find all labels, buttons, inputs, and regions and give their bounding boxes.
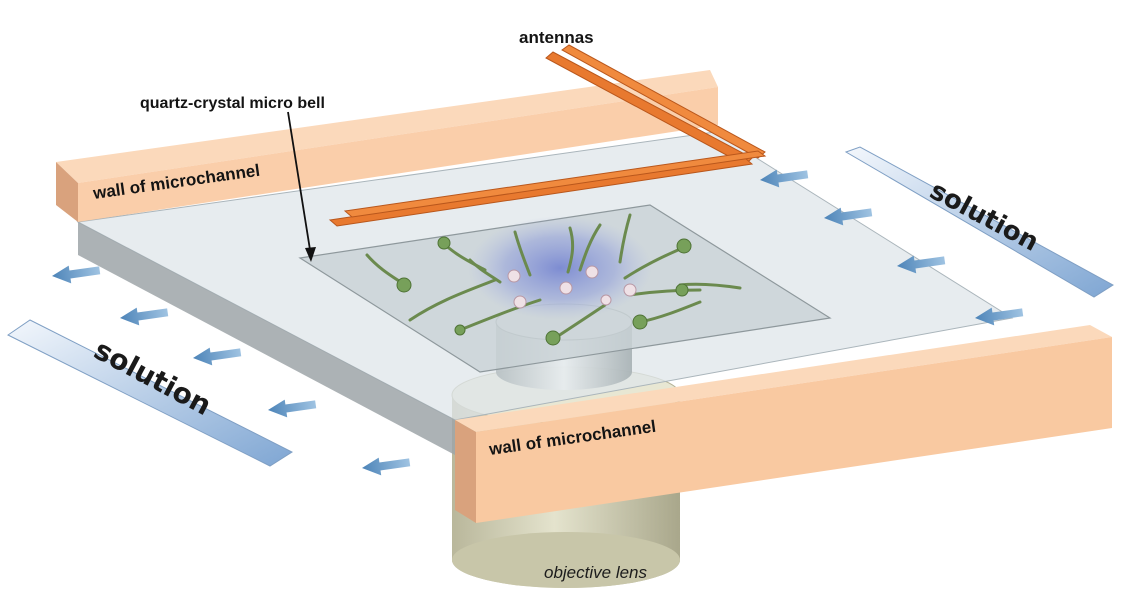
bell-center-cells (507, 265, 637, 309)
arrow-left-icon (824, 207, 873, 226)
wall-bottom (455, 325, 1112, 523)
arrow-left-icon (760, 169, 809, 188)
arrow-left-icon (52, 265, 101, 284)
neuron-cells (396, 236, 692, 346)
arrow-left-icon (897, 255, 946, 274)
excitation-glow (468, 216, 652, 320)
arrow-left-icon (975, 307, 1024, 326)
wall-top (56, 70, 718, 222)
solution-strip-right (844, 146, 1114, 298)
arrow-left-icon (268, 399, 317, 418)
arrow-left-icon (193, 347, 242, 366)
solution-strip-left (7, 319, 294, 467)
flow-arrows (52, 169, 1024, 476)
antennas-label: antennas (519, 28, 594, 47)
neural-fibers (365, 213, 742, 340)
objective-lens-label: objective lens (544, 563, 648, 582)
solution-right-label: solution (925, 176, 1044, 258)
micro-bell-pointer (287, 111, 316, 262)
arrow-left-icon (120, 307, 169, 326)
antennas (328, 44, 767, 227)
arrow-left-icon (362, 457, 411, 476)
micro-bell-label: quartz-crystal micro bell (140, 95, 325, 112)
